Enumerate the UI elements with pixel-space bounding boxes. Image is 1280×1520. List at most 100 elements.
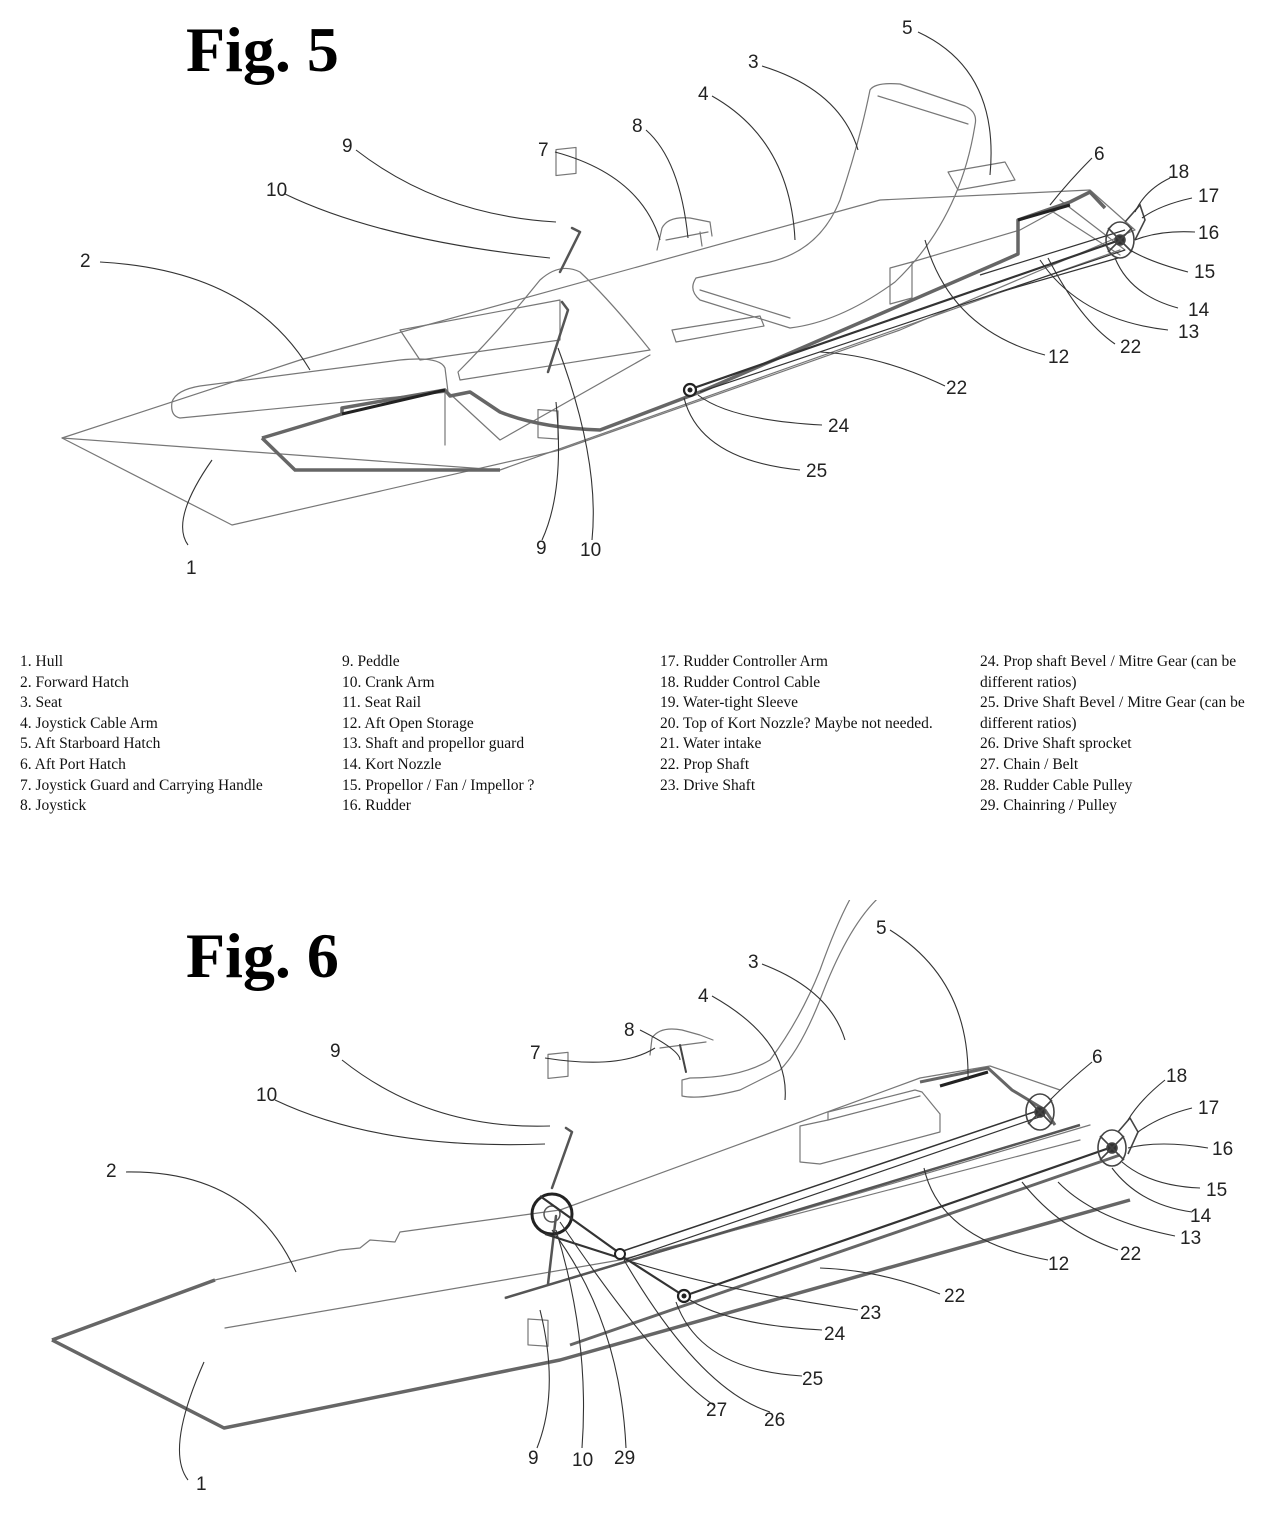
legend-item: 22. Prop Shaft [660, 755, 750, 773]
fig5-callout-7: 7 [538, 140, 549, 161]
fig6-callout-8: 8 [624, 1020, 635, 1041]
fig6-callout-7: 7 [530, 1043, 541, 1064]
fig5-callout-2: 2 [80, 251, 91, 272]
fig5-title: Fig. 5 [186, 14, 339, 85]
fig6-sprocket [614, 1248, 626, 1260]
fig6-callout-18: 18 [1166, 1066, 1187, 1087]
fig5-prop-shaft [687, 238, 1121, 392]
fig5-callout-25: 25 [806, 461, 827, 482]
fig5-callout-10: 10 [266, 180, 287, 201]
fig5-seat-rail [671, 315, 765, 343]
fig5-callout-15: 15 [1194, 262, 1215, 283]
legend-item: 5. Aft Starboard Hatch [20, 735, 161, 753]
legend-item: 1. Hull [20, 653, 64, 670]
fig6-seat [681, 900, 878, 1098]
legend-item: 21. Water intake [660, 735, 762, 753]
fig5-callout-22a: 22 [1120, 337, 1141, 358]
legend-item: 3. Seat [20, 694, 63, 712]
fig6-callout-4: 4 [698, 986, 709, 1007]
fig6-cockpit-box [799, 1089, 941, 1165]
fig6-callout-13: 13 [1180, 1228, 1201, 1249]
legend-item: 29. Chainring / Pulley [980, 797, 1117, 815]
fig5-callout-14: 14 [1188, 300, 1210, 321]
fig5-crank-lower [546, 300, 570, 374]
fig6-callout-2: 2 [106, 1161, 117, 1182]
fig6-callout-26: 26 [764, 1410, 785, 1431]
legend-item: 11. Seat Rail [342, 694, 422, 712]
fig5-callout-9: 9 [342, 136, 353, 157]
legend-item: 17. Rudder Controller Arm [660, 653, 828, 670]
fig6-callout-6: 6 [1092, 1047, 1103, 1068]
legend-item: 10. Crank Arm [342, 673, 435, 691]
fig6-callout-5: 5 [876, 918, 887, 939]
fig6-joystick [679, 1044, 687, 1073]
legend-item: 8. Joystick [20, 797, 87, 815]
fig5-callout-4: 4 [698, 84, 709, 105]
fig6-callout-3: 3 [748, 952, 759, 973]
legend-item: 14. Kort Nozzle [342, 755, 442, 773]
parts-legend: 1. Hull 2. Forward Hatch 3. Seat 4. Joys… [20, 652, 1270, 832]
legend-item: 23. Drive Shaft [660, 776, 756, 794]
legend-column-4: 24. Prop shaft Bevel / Mitre Gear (can b… [980, 652, 1270, 817]
fig6-kort-nozzle-lower [1097, 1129, 1127, 1167]
fig5-callout-18: 18 [1168, 162, 1189, 183]
fig5-pedal-upper [555, 146, 577, 177]
fig6-prop-shaft [683, 1144, 1116, 1298]
fig5-joystick-guard [656, 217, 713, 251]
legend-item: 6. Aft Port Hatch [20, 755, 126, 773]
fig6-callout-22b: 22 [944, 1286, 965, 1307]
fig6-callout-25: 25 [802, 1369, 823, 1390]
legend-column-1: 1. Hull 2. Forward Hatch 3. Seat 4. Joys… [20, 652, 320, 817]
legend-item: 13. Shaft and propellor guard [342, 735, 525, 753]
fig6-joystick-guard [649, 1028, 714, 1056]
fig5-callout-9b: 9 [536, 538, 547, 559]
fig6-callout-23: 23 [860, 1303, 881, 1324]
fig5-aft-starboard-hatch [947, 161, 1016, 191]
legend-column-2: 9. Peddle 10. Crank Arm 11. Seat Rail 12… [342, 652, 642, 817]
legend-column-3: 17. Rudder Controller Arm 18. Rudder Con… [660, 652, 960, 796]
legend-item: 16. Rudder [342, 797, 411, 815]
fig5-seat [692, 83, 977, 329]
fig6-chainring [530, 1192, 574, 1236]
fig5-section-cut [261, 190, 1107, 440]
fig6-title: Fig. 6 [186, 920, 339, 991]
fig5-forward-hatch [171, 358, 449, 419]
fig6-rudder [1117, 1116, 1139, 1155]
fig5-rudder [1124, 203, 1146, 241]
legend-item: 7. Joystick Guard and Carrying Handle [20, 776, 263, 794]
fig6-aft-port-hatch [919, 1066, 1057, 1126]
fig5-callout-1: 1 [186, 558, 197, 579]
fig6-callout-27: 27 [706, 1400, 727, 1421]
fig5-aft-storage [889, 261, 913, 305]
fig6-callout-10b: 10 [572, 1450, 593, 1471]
fig6-callout-15: 15 [1206, 1180, 1227, 1201]
legend-item: 24. Prop shaft Bevel / Mitre Gear (can b… [980, 653, 1237, 691]
legend-item: 2. Forward Hatch [20, 673, 129, 691]
fig5-hull-outline [61, 189, 1136, 526]
fig5-callout-6: 6 [1094, 144, 1105, 165]
fig6-deck-line [214, 1065, 1061, 1281]
fig6-drawing: 1 2 3 4 5 6 7 8 9 10 9 10 12 13 14 15 16… [51, 900, 1233, 1495]
fig5-crank-upper [558, 226, 582, 274]
fig6-callout-16: 16 [1212, 1139, 1233, 1160]
fig6-crank-lower [546, 1214, 558, 1286]
legend-item: 15. Propellor / Fan / Impellor ? [342, 776, 535, 794]
fig5-callout-10b: 10 [580, 540, 601, 561]
fig6-kort-nozzle-upper [1025, 1093, 1055, 1131]
fig6-callout-14: 14 [1190, 1206, 1212, 1227]
fig6-crank-upper [550, 1126, 574, 1190]
fig6-pedal-upper [547, 1051, 569, 1080]
fig6-callout-12: 12 [1048, 1254, 1069, 1275]
legend-item: 9. Peddle [342, 653, 400, 670]
fig6-callout-22a: 22 [1120, 1244, 1141, 1265]
fig5-callout-13: 13 [1178, 322, 1199, 343]
fig5-callout-8: 8 [632, 116, 643, 137]
fig5-drawing: 1 2 3 4 5 6 7 8 9 10 9 10 12 13 14 15 16… [61, 18, 1219, 579]
fig6-hull-outline [51, 1198, 1131, 1430]
fig6-callout-1: 1 [196, 1474, 207, 1495]
fig6-callout-29: 29 [614, 1448, 635, 1469]
legend-item: 25. Drive Shaft Bevel / Mitre Gear (can … [980, 694, 1245, 732]
fig5-callout-24: 24 [828, 416, 850, 437]
fig5-callout-3: 3 [748, 52, 759, 73]
legend-item: 12. Aft Open Storage [342, 714, 474, 732]
